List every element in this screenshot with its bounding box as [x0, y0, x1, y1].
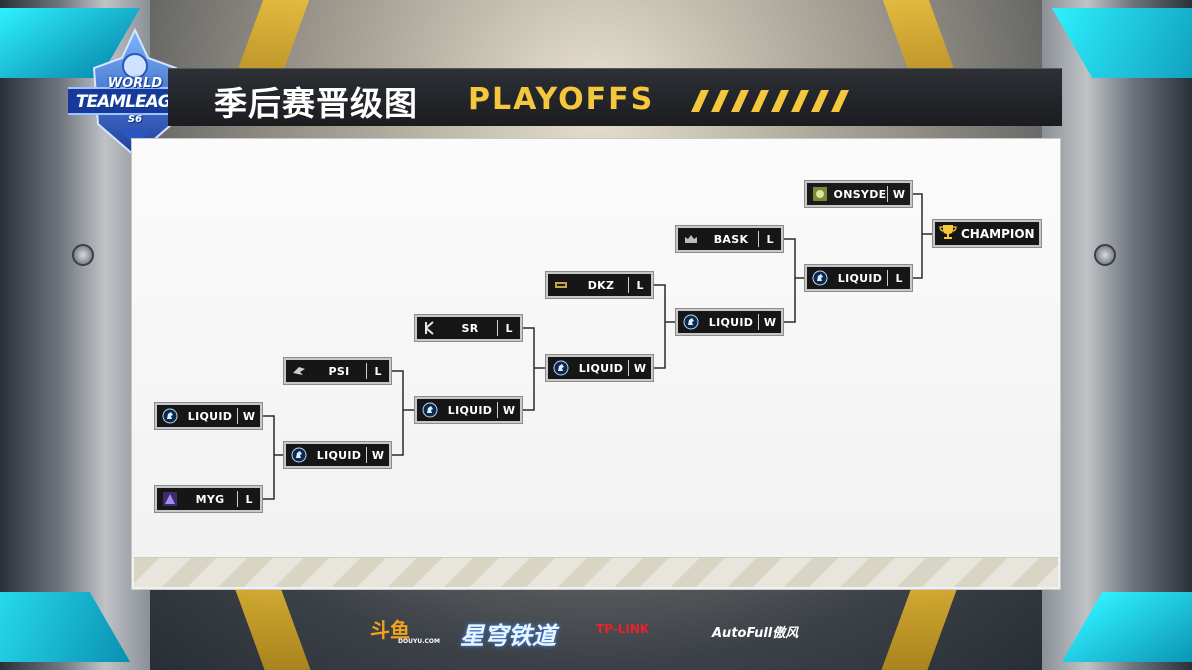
- bracket-slot-r5-top[interactable]: BASK L: [676, 226, 783, 252]
- team-name: SR: [461, 321, 479, 335]
- match-result: W: [763, 315, 777, 329]
- divider: [237, 408, 238, 424]
- world-teamleague-logo: WORLD TEAMLEAGUE S6: [57, 27, 202, 162]
- bolt-icon: [1094, 244, 1116, 266]
- divider: [366, 363, 367, 379]
- bracket-slot-final-bottom[interactable]: LIQUID L: [805, 265, 912, 291]
- logo-text-teamleague: TEAMLEAGUE: [75, 92, 195, 112]
- bracket-slot-r3-top[interactable]: SR L: [415, 315, 522, 341]
- liquid-horse-icon: [157, 405, 183, 427]
- match-result: W: [242, 409, 256, 423]
- sr-icon: [417, 317, 443, 339]
- douyu-url: DOUYU.COM: [398, 638, 440, 645]
- bolt-icon: [72, 244, 94, 266]
- match-result: L: [245, 492, 253, 506]
- divider: [887, 186, 888, 202]
- match-result: W: [371, 448, 385, 462]
- bracket-slot-r4-bottom[interactable]: LIQUID W: [546, 355, 653, 381]
- team-name: LIQUID: [187, 409, 233, 423]
- trophy-icon: [939, 224, 957, 244]
- team-name: MYG: [195, 492, 225, 506]
- hazard-stripe-footer: [134, 557, 1058, 587]
- match-result: L: [766, 232, 774, 246]
- liquid-horse-icon: [548, 357, 574, 379]
- team-name: LIQUID: [837, 271, 883, 285]
- match-result: W: [502, 403, 516, 417]
- star-rail-logo: 星穹铁道: [460, 622, 556, 650]
- divider: [628, 360, 629, 376]
- divider: [628, 277, 629, 293]
- shield-emblem-icon: [57, 27, 187, 158]
- title-bar: 季后赛晋级图 PLAYOFFS: [168, 68, 1062, 126]
- bracket-slot-r1-bottom[interactable]: MYG L: [155, 486, 262, 512]
- tplink-logo: TP-LINK: [596, 622, 650, 636]
- right-metal-panel: [1042, 0, 1192, 670]
- liquid-horse-icon: [286, 444, 312, 466]
- bracket-slot-r3-bottom[interactable]: LIQUID W: [415, 397, 522, 423]
- team-name: LIQUID: [578, 361, 624, 375]
- bracket-slot-r5-bottom[interactable]: LIQUID W: [676, 309, 783, 335]
- sponsor-bar: 斗鱼 DOUYU.COM 星穹铁道 TP-LINK AutoFull傲风: [360, 608, 830, 652]
- hazard-stripes-icon: [691, 90, 849, 112]
- liquid-horse-icon: [417, 399, 443, 421]
- team-name: BASK: [713, 232, 749, 246]
- match-result: W: [633, 361, 647, 375]
- psi-icon: [286, 360, 312, 382]
- liquid-horse-icon: [678, 311, 704, 333]
- bracket-slot-final-top[interactable]: ONSYDE W: [805, 181, 912, 207]
- team-name: LIQUID: [447, 403, 493, 417]
- bracket-slot-r4-top[interactable]: DKZ L: [546, 272, 653, 298]
- match-result: L: [636, 278, 644, 292]
- bracket-slot-r1-top[interactable]: LIQUID W: [155, 403, 262, 429]
- team-name: DKZ: [587, 278, 615, 292]
- divider: [497, 402, 498, 418]
- page-title-cn: 季后赛晋级图: [214, 84, 418, 123]
- divider: [887, 270, 888, 286]
- liquid-horse-icon: [807, 267, 833, 289]
- match-result: W: [892, 187, 906, 201]
- divider: [758, 231, 759, 247]
- dkz-icon: [548, 274, 574, 296]
- match-result: L: [374, 364, 382, 378]
- logo-text-world: WORLD: [107, 76, 163, 91]
- champion-label: CHAMPION: [961, 226, 1035, 241]
- myg-icon: [157, 488, 183, 510]
- bask-icon: [678, 228, 704, 250]
- team-name: LIQUID: [708, 315, 754, 329]
- logo-text-season: S6: [127, 114, 143, 125]
- team-name: LIQUID: [316, 448, 362, 462]
- onsyde-icon: [807, 183, 833, 205]
- autofull-logo: AutoFull傲风: [712, 626, 799, 641]
- page-title-en: PLAYOFFS: [468, 82, 655, 117]
- team-name: PSI: [328, 364, 350, 378]
- match-result: L: [895, 271, 903, 285]
- divider: [366, 447, 367, 463]
- team-name: ONSYDE: [833, 187, 887, 201]
- bracket-slot-r2-bottom[interactable]: LIQUID W: [284, 442, 391, 468]
- match-result: L: [505, 321, 513, 335]
- divider: [497, 320, 498, 336]
- bracket-slot-r2-top[interactable]: PSI L: [284, 358, 391, 384]
- douyu-logo: 斗鱼: [370, 618, 410, 642]
- divider: [237, 491, 238, 507]
- divider: [758, 314, 759, 330]
- champion-slot[interactable]: CHAMPION: [933, 220, 1041, 247]
